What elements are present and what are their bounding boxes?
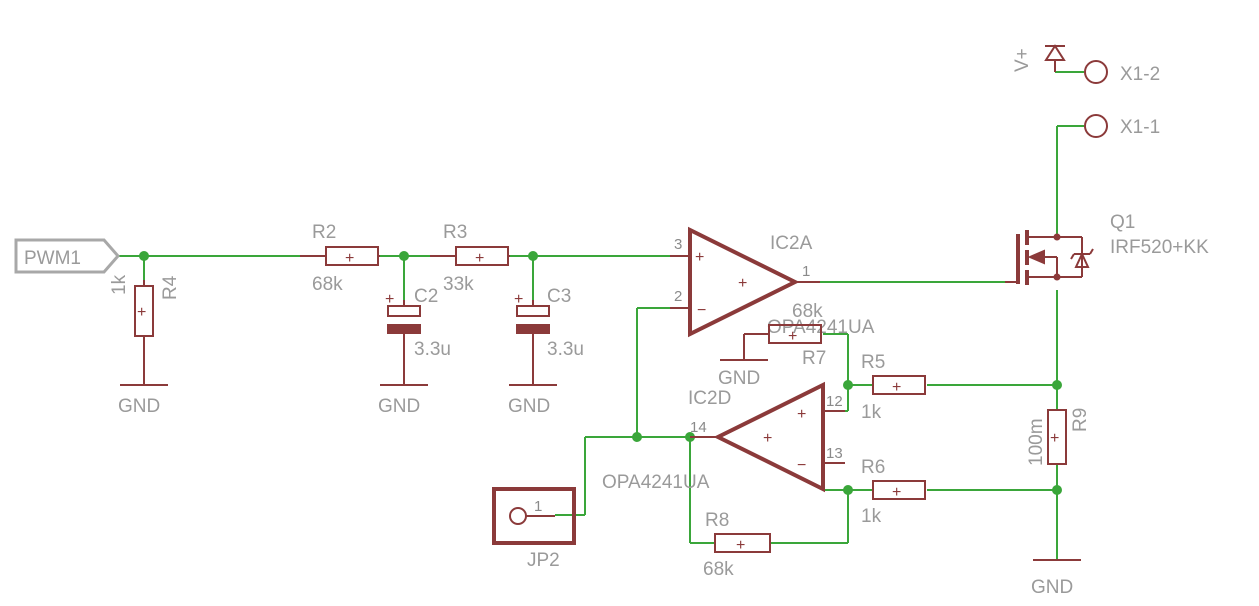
svg-text:JP2: JP2 (527, 550, 560, 571)
r4-value: 1k (109, 274, 130, 295)
svg-text:−: − (697, 302, 706, 319)
svg-text:+: + (738, 275, 747, 292)
svg-text:1: 1 (534, 498, 542, 515)
svg-text:+: + (788, 328, 797, 345)
svg-text:V+: V+ (1012, 48, 1033, 72)
svg-text:R2: R2 (312, 222, 336, 243)
svg-text:IC2A: IC2A (770, 233, 813, 254)
svg-text:GND: GND (118, 396, 160, 417)
svg-text:R6: R6 (861, 457, 885, 478)
svg-text:13: 13 (826, 445, 843, 462)
svg-text:C2: C2 (414, 286, 438, 307)
resistor-r2: + R2 68k (300, 222, 380, 295)
svg-text:GND: GND (378, 396, 420, 417)
svg-text:+: + (736, 537, 745, 554)
svg-text:3.3u: 3.3u (414, 339, 451, 360)
svg-text:C3: C3 (547, 286, 571, 307)
svg-text:+: + (1050, 430, 1059, 447)
junctions (139, 251, 1062, 495)
wires (118, 71, 1084, 560)
svg-text:+: + (797, 406, 806, 423)
svg-text:1k: 1k (861, 402, 882, 423)
opamp-ic2d: + − + 12 13 14 IC2D OPA4241UA (602, 381, 845, 493)
gnd-r4: GND (118, 384, 168, 417)
capacitor-c2: + C2 3.3u GND (378, 286, 451, 417)
svg-text:−: − (797, 457, 806, 474)
connector-x1-1: X1-1 (1084, 114, 1160, 138)
svg-text:R3: R3 (443, 222, 467, 243)
r4-name: R4 (160, 275, 181, 300)
jumper-jp2: 1 JP2 (492, 487, 576, 571)
resistor-r8: + R8 68k (703, 510, 771, 580)
capacitor-c3: + C3 3.3u GND (508, 286, 584, 417)
svg-text:3.3u: 3.3u (547, 339, 584, 360)
svg-text:Q1: Q1 (1110, 212, 1135, 233)
pwm1-net-label: PWM1 (14, 238, 120, 274)
svg-text:IC2D: IC2D (688, 388, 731, 409)
svg-text:1k: 1k (861, 506, 882, 527)
resistor-r7: + 68k R7 GND (718, 301, 826, 389)
svg-text:R8: R8 (705, 510, 729, 531)
resistor-r4: + 1k R4 (109, 274, 181, 385)
svg-text:14: 14 (690, 419, 707, 436)
resistor-r5: + R5 1k (861, 352, 926, 423)
svg-text:12: 12 (826, 393, 843, 410)
svg-text:+: + (892, 484, 901, 501)
opamp-ic2a: + − + 3 2 1 IC2A OPA4241UA (670, 226, 875, 338)
svg-text:R7: R7 (802, 348, 826, 369)
svg-text:IRF520+KK: IRF520+KK (1110, 237, 1209, 258)
svg-text:68k: 68k (792, 301, 823, 322)
svg-text:+: + (763, 430, 772, 447)
connector-x1-2: X1-2 (1084, 60, 1160, 85)
mosfet-q1: Q1 IRF520+KK (1005, 212, 1209, 285)
gnd-r9: GND (1031, 559, 1081, 598)
svg-text:+: + (695, 249, 704, 266)
resistor-r9: + 100m R9 (1026, 408, 1091, 466)
svg-text:+: + (475, 250, 484, 267)
svg-text:GND: GND (718, 368, 760, 389)
svg-text:X1-2: X1-2 (1120, 64, 1160, 85)
resistor-r6: + R6 1k (861, 457, 926, 527)
svg-text:68k: 68k (312, 274, 343, 295)
svg-text:+: + (892, 379, 901, 396)
svg-text:+: + (137, 304, 146, 321)
svg-text:33k: 33k (443, 274, 474, 295)
svg-text:2: 2 (674, 288, 682, 305)
svg-text:68k: 68k (703, 559, 734, 580)
svg-text:GND: GND (1031, 577, 1073, 598)
svg-text:GND: GND (508, 396, 550, 417)
svg-text:100m: 100m (1026, 418, 1047, 466)
svg-text:+: + (514, 291, 523, 308)
svg-text:+: + (385, 291, 394, 308)
svg-text:X1-1: X1-1 (1120, 117, 1160, 138)
resistor-r3: + R3 33k (430, 222, 510, 295)
pwm1-text: PWM1 (24, 248, 81, 269)
svg-text:R5: R5 (861, 352, 885, 373)
svg-text:+: + (345, 250, 354, 267)
svg-text:R9: R9 (1070, 408, 1091, 432)
svg-text:OPA4241UA: OPA4241UA (602, 472, 710, 493)
supply-vplus: V+ (1012, 44, 1066, 72)
svg-text:1: 1 (802, 263, 810, 280)
svg-text:3: 3 (674, 236, 682, 253)
